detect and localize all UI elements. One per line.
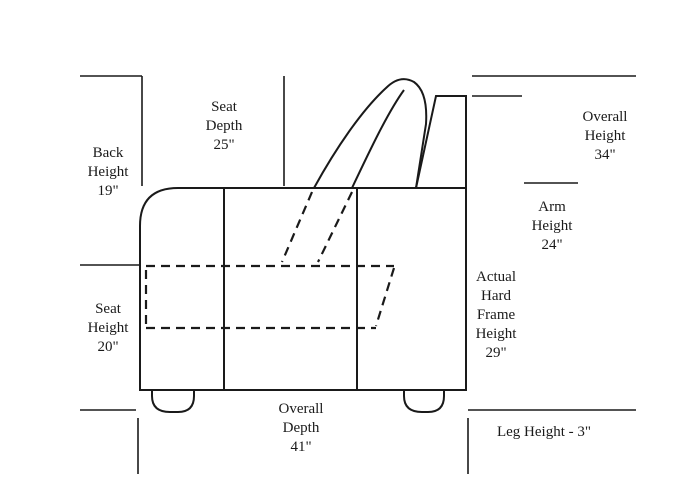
leg-height-label: Leg Height - 3": [496, 424, 591, 440]
arm-height-label: Arm Height 24": [531, 199, 573, 253]
hidden-back-line-1: [280, 191, 314, 263]
sofa-frame-outline: [139, 187, 467, 391]
back-height-label: Back Height 19": [87, 145, 129, 199]
back-frame: [415, 95, 467, 189]
back-cushion-inner: [351, 89, 405, 189]
overall-depth-label: Overall Depth 41": [278, 401, 324, 455]
overall-height-label: Overall Height 34": [582, 109, 628, 163]
hidden-back-line-2: [317, 191, 353, 263]
front-leg: [151, 391, 195, 413]
frame-height-label: Actual Hard Frame Height 29": [475, 269, 517, 361]
back-cushion: [313, 78, 428, 189]
seat-height-label: Seat Height 20": [87, 301, 129, 355]
seat-depth-label: Seat Depth 25": [205, 99, 243, 153]
back-leg: [403, 391, 445, 413]
hidden-seat-back: [374, 267, 396, 327]
